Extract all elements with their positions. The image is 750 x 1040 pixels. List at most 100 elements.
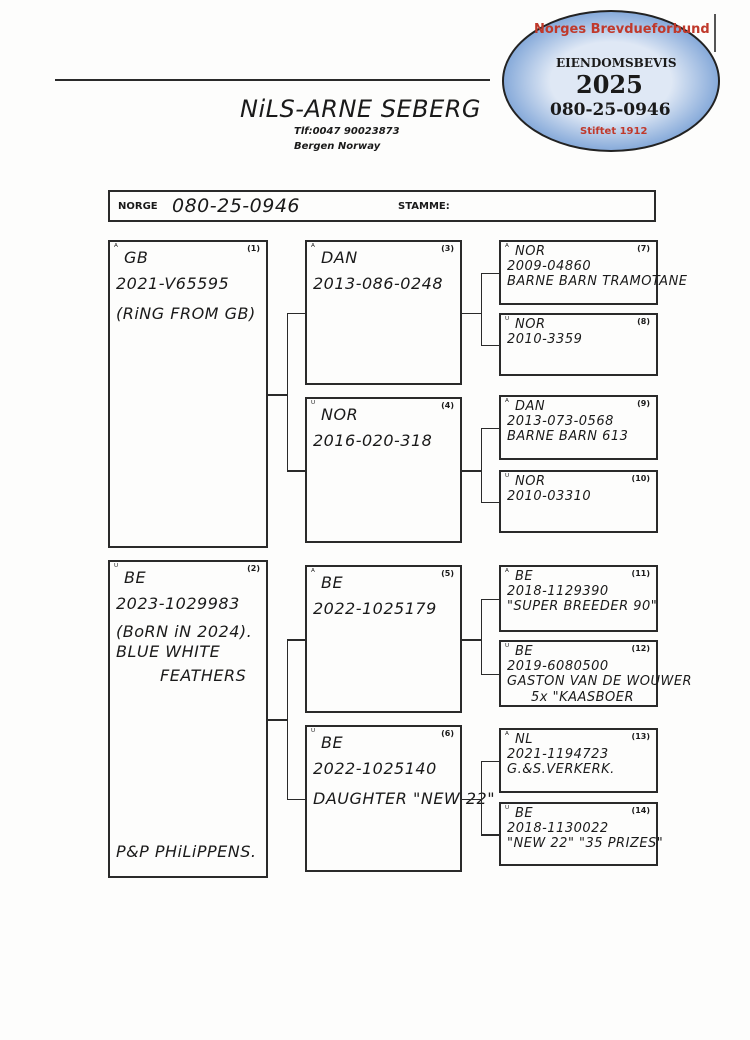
connector-line: [480, 501, 499, 503]
bird-number: (10): [631, 474, 650, 483]
bird-ring: 2010-03310: [507, 489, 592, 504]
bird-number: (8): [637, 317, 650, 326]
staple-mark: [714, 14, 716, 52]
bird-note: "NEW 22" "35 PRIZES": [507, 836, 664, 851]
bird-number: (1): [247, 244, 260, 253]
bird-country: NOR: [321, 405, 359, 424]
bird-country: BE: [321, 573, 344, 592]
bird-number: (6): [441, 729, 454, 738]
bird-ring: 2022-1025140: [313, 759, 437, 778]
bird-number: (7): [637, 244, 650, 253]
badge-ring: 080-25-0946: [550, 100, 671, 120]
connector-line: [286, 639, 288, 799]
bird-number: (13): [631, 732, 650, 741]
owner-city: Bergen Norway: [294, 141, 381, 152]
bird-country: NL: [515, 732, 533, 747]
connector-line: [268, 719, 287, 721]
bird-note: P&P PHiLiPPENS.: [116, 842, 257, 861]
header-ring: 080-25-0946: [172, 195, 301, 217]
connector-line: [462, 639, 481, 641]
owner-phone: Tlf:0047 90023873: [294, 126, 400, 137]
sex-mark: ᵁ: [505, 643, 510, 653]
sex-mark: ᵁ: [311, 728, 316, 738]
bird-country: DAN: [515, 399, 546, 414]
connector-line: [480, 272, 482, 345]
sex-mark: ᵁ: [311, 400, 316, 410]
bird-country: BE: [124, 568, 147, 587]
bird-note: DAUGHTER "NEW 22": [313, 789, 496, 808]
connector-line: [480, 272, 499, 274]
bird-country: NOR: [515, 317, 546, 332]
sex-mark: ᵁ: [114, 563, 119, 573]
bird-ring: 2022-1025179: [313, 599, 437, 618]
bird-country: DAN: [321, 248, 358, 267]
strain-label: STAMME:: [398, 201, 450, 212]
bird-number: (5): [441, 569, 454, 578]
connector-line: [462, 312, 481, 314]
bird-note: "SUPER BREEDER 90": [507, 599, 658, 614]
bird-note: GASTON VAN DE WOUWER: [507, 674, 693, 689]
connector-line: [286, 639, 305, 641]
sex-mark: ᴬ: [505, 243, 509, 253]
connector-line: [480, 427, 499, 429]
bird-ring: 2018-1129390: [507, 584, 609, 599]
sex-mark: ᵁ: [505, 473, 510, 483]
bird-number: (3): [441, 244, 454, 253]
bird-ring: 2018-1130022: [507, 821, 609, 836]
bird-number: (14): [631, 806, 650, 815]
bird-ring: 2013-086-0248: [313, 274, 444, 293]
top-rule: [55, 79, 490, 81]
country-label: NORGE: [118, 201, 158, 212]
sex-mark: ᴬ: [505, 398, 509, 408]
connector-line: [480, 760, 482, 834]
bird-number: (11): [631, 569, 650, 578]
bird-note: BARNE BARN 613: [507, 429, 629, 444]
bird-ring: 2023-1029983: [116, 594, 240, 613]
header-box: NORGE 080-25-0946 STAMME:: [108, 190, 656, 222]
sex-mark: ᴬ: [114, 243, 118, 253]
sex-mark: ᴬ: [505, 731, 509, 741]
bird-note: G.&S.VERKERK.: [507, 762, 615, 777]
sex-mark: ᴬ: [311, 568, 315, 578]
bird-ring: 2009-04860: [507, 259, 592, 274]
ownership-badge: Norges Brevdueforbund EIENDOMSBEVIS 2025…: [502, 10, 720, 152]
connector-line: [286, 470, 305, 472]
bird-ring: 2021-1194723: [507, 747, 609, 762]
connector-line: [480, 760, 499, 762]
connector-line: [462, 470, 481, 472]
badge-year: 2025: [576, 70, 643, 99]
bird-note: BARNE BARN TRAMOTANE: [507, 274, 688, 289]
bird-number: (2): [247, 564, 260, 573]
connector-line: [268, 394, 287, 396]
badge-org: Norges Brevdueforbund: [534, 22, 710, 37]
badge-founded: Stiftet 1912: [580, 126, 648, 137]
bird-number: (4): [441, 401, 454, 410]
connector-line: [480, 427, 482, 502]
connector-line: [480, 598, 482, 674]
sex-mark: ᵁ: [505, 316, 510, 326]
bird-country: GB: [124, 248, 149, 267]
bird-note: (RiNG FROM GB): [116, 304, 256, 323]
bird-number: (9): [637, 399, 650, 408]
bird-note: BLUE WHITE: [116, 642, 221, 661]
connector-line: [480, 834, 499, 836]
bird-country: BE: [515, 644, 534, 659]
bird-ring: 2021-V65595: [116, 274, 230, 293]
connector-line: [286, 312, 305, 314]
bird-country: BE: [515, 806, 534, 821]
sex-mark: ᴬ: [311, 243, 315, 253]
connector-line: [480, 598, 499, 600]
connector-line: [286, 798, 305, 800]
